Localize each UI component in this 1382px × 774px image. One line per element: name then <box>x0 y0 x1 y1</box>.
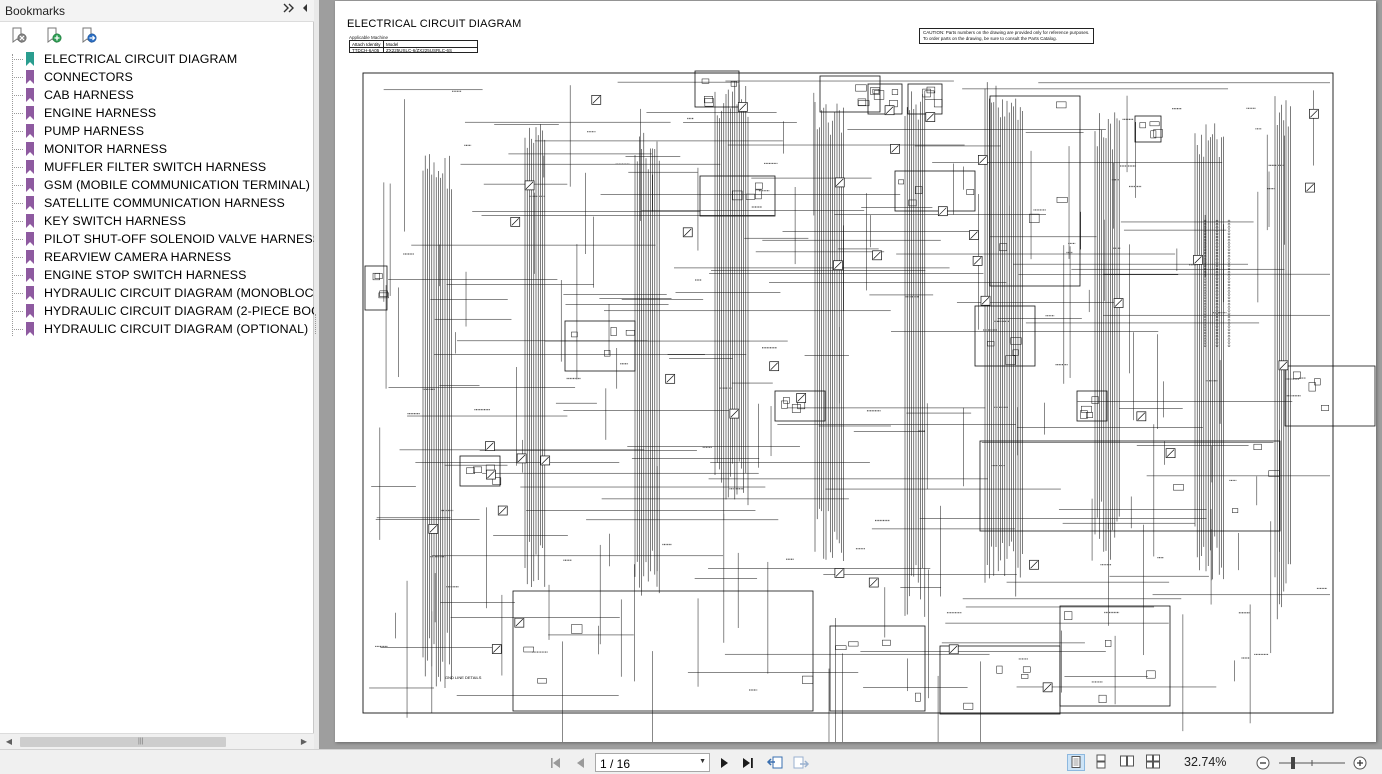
bookmark-item[interactable]: CONNECTORS <box>12 68 314 86</box>
bookmark-label: PILOT SHUT-OFF SOLENOID VALVE HARNESS <box>44 232 314 246</box>
bookmark-tree: ELECTRICAL CIRCUIT DIAGRAM CONNECTORS CAB … <box>0 50 314 732</box>
bookmark-icon <box>25 142 35 156</box>
bookmark-label: ENGINE STOP SWITCH HARNESS <box>44 268 247 282</box>
navigation-bar: 1 / 16 ▼ 32.74% <box>0 749 1382 774</box>
panel-title: Bookmarks <box>5 4 66 18</box>
bookmarks-panel: Bookmarks <box>0 0 314 749</box>
bookmark-label: MUFFLER FILTER SWITCH HARNESS <box>44 160 267 174</box>
gnd-line-note: GND LINE DETAILS <box>445 675 482 680</box>
bookmark-item[interactable]: ELECTRICAL CIRCUIT DIAGRAM <box>12 50 314 68</box>
zoom-slider[interactable] <box>1277 755 1347 771</box>
bookmark-icon <box>25 322 35 336</box>
scroll-right-icon[interactable]: ▶ <box>300 737 308 746</box>
bookmark-item[interactable]: HYDRAULIC CIRCUIT DIAGRAM (2-PIECE BOOM) <box>12 302 314 320</box>
bookmark-label: SATELLITE COMMUNICATION HARNESS <box>44 196 285 210</box>
bookmark-label: HYDRAULIC CIRCUIT DIAGRAM (MONOBLOCK BO <box>44 286 314 300</box>
bookmark-label: MONITOR HARNESS <box>44 142 168 156</box>
bookmark-icon <box>25 196 35 210</box>
bookmark-icon <box>25 214 35 228</box>
bookmark-item[interactable]: ENGINE HARNESS <box>12 104 314 122</box>
bookmark-item[interactable]: CAB HARNESS <box>12 86 314 104</box>
applicable-machine-label: Applicable Machine <box>349 35 389 40</box>
delete-bookmark-icon[interactable] <box>9 27 29 45</box>
document-viewport[interactable]: ELECTRICAL CIRCUIT DIAGRAM Applicable Ma… <box>319 0 1382 749</box>
scroll-thumb[interactable]: ||| <box>20 737 226 747</box>
single-page-view-icon[interactable] <box>1067 754 1085 771</box>
page-number-value: 1 / 16 <box>600 757 631 771</box>
table-header-attach: Attach Identity <box>352 42 381 47</box>
bookmark-icon <box>25 250 35 264</box>
bookmark-icon <box>25 124 35 138</box>
bookmark-item[interactable]: HYDRAULIC CIRCUIT DIAGRAM (OPTIONAL) <box>12 320 314 338</box>
bookmark-item[interactable]: GSM (MOBILE COMMUNICATION TERMINAL) HAR <box>12 176 314 194</box>
chevron-down-icon[interactable]: ▼ <box>699 758 706 765</box>
horizontal-scrollbar[interactable]: ◀ ||| ▶ <box>0 733 314 749</box>
bookmark-label: ENGINE HARNESS <box>44 106 157 120</box>
bookmark-item[interactable]: MONITOR HARNESS <box>12 140 314 158</box>
continuous-view-icon[interactable] <box>1093 754 1111 771</box>
table-header-model: Model <box>386 42 399 47</box>
bookmark-label: PUMP HARNESS <box>44 124 145 138</box>
circuit-diagram <box>362 70 1376 742</box>
table-value-attach: TTDCH-6A05 <box>352 48 380 53</box>
continuous-facing-view-icon[interactable] <box>1145 754 1163 771</box>
bookmark-label: ELECTRICAL CIRCUIT DIAGRAM <box>44 52 238 66</box>
bookmark-item[interactable]: ENGINE STOP SWITCH HARNESS <box>12 266 314 284</box>
bookmark-label: CAB HARNESS <box>44 88 134 102</box>
previous-page-icon[interactable] <box>573 755 589 771</box>
chevron-left-icon[interactable] <box>298 3 312 18</box>
bookmark-item[interactable]: MUFFLER FILTER SWITCH HARNESS <box>12 158 314 176</box>
bookmark-item[interactable]: SATELLITE COMMUNICATION HARNESS <box>12 194 314 212</box>
zoom-in-icon[interactable] <box>1352 755 1368 771</box>
caution-note: CAUTION: Parts numbers on the drawing ar… <box>919 28 1094 44</box>
bookmark-icon <box>25 88 35 102</box>
bookmark-icon <box>25 52 35 66</box>
bookmark-icon <box>25 160 35 174</box>
bookmark-label: CONNECTORS <box>44 70 133 84</box>
applicable-machine-table: Attach Identity Model TTDCH-6A05 ZX225US… <box>349 40 478 53</box>
bookmark-item[interactable]: PILOT SHUT-OFF SOLENOID VALVE HARNESS <box>12 230 314 248</box>
table-value-model: ZX225USLC-6/ZX225USRLC-6S <box>386 48 453 53</box>
back-view-icon[interactable] <box>766 755 783 771</box>
first-page-icon[interactable] <box>548 755 564 771</box>
page-number-input[interactable]: 1 / 16 ▼ <box>595 753 710 772</box>
bookmark-label: REARVIEW CAMERA HARNESS <box>44 250 232 264</box>
double-chevron-right-icon[interactable] <box>282 3 296 18</box>
bookmark-icon <box>25 178 35 192</box>
add-bookmark-icon[interactable] <box>44 27 64 45</box>
bookmark-icon <box>25 70 35 84</box>
bookmark-label: HYDRAULIC CIRCUIT DIAGRAM (OPTIONAL) <box>44 322 309 336</box>
tree-guide-line <box>12 54 13 336</box>
bookmark-label: HYDRAULIC CIRCUIT DIAGRAM (2-PIECE BOOM) <box>44 304 314 318</box>
scroll-left-icon[interactable]: ◀ <box>5 737 13 746</box>
page-title: ELECTRICAL CIRCUIT DIAGRAM <box>347 18 522 30</box>
bookmark-item[interactable]: PUMP HARNESS <box>12 122 314 140</box>
panel-splitter[interactable] <box>314 0 319 749</box>
pdf-page: ELECTRICAL CIRCUIT DIAGRAM Applicable Ma… <box>335 1 1376 742</box>
facing-view-icon[interactable] <box>1119 754 1137 771</box>
bookmark-item[interactable]: KEY SWITCH HARNESS <box>12 212 314 230</box>
bookmark-item[interactable]: REARVIEW CAMERA HARNESS <box>12 248 314 266</box>
bookmark-label: KEY SWITCH HARNESS <box>44 214 187 228</box>
last-page-icon[interactable] <box>740 755 756 771</box>
bookmark-icon <box>25 232 35 246</box>
bookmark-toolbar <box>0 23 314 49</box>
bookmark-item[interactable]: HYDRAULIC CIRCUIT DIAGRAM (MONOBLOCK BO <box>12 284 314 302</box>
panel-header: Bookmarks <box>0 0 314 22</box>
bookmark-icon <box>25 286 35 300</box>
next-page-icon[interactable] <box>716 755 732 771</box>
expand-bookmark-icon[interactable] <box>79 27 99 45</box>
bookmark-icon <box>25 304 35 318</box>
zoom-level[interactable]: 32.74% <box>1184 755 1227 769</box>
bookmark-icon <box>25 106 35 120</box>
bookmark-label: GSM (MOBILE COMMUNICATION TERMINAL) HAR <box>44 178 314 192</box>
bookmark-icon <box>25 268 35 282</box>
forward-view-icon[interactable] <box>792 755 810 771</box>
zoom-out-icon[interactable] <box>1255 755 1271 771</box>
